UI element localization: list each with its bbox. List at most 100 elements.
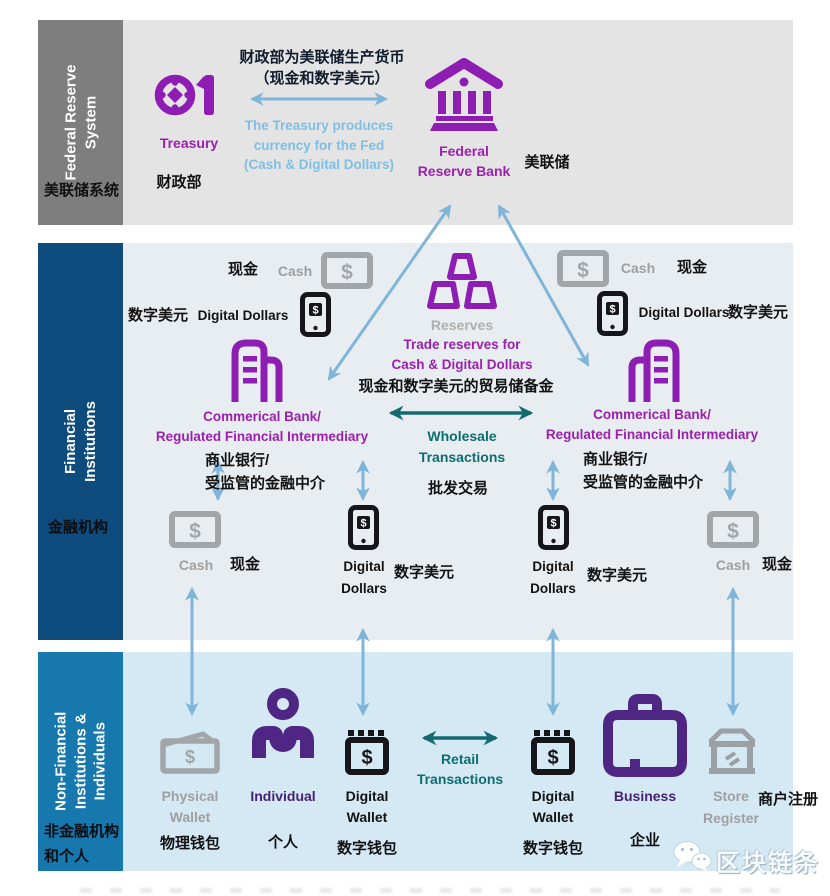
svg-text:$: $ — [361, 747, 372, 769]
svg-text:$: $ — [189, 520, 201, 543]
sidebar-financial-zh: 金融机构 — [48, 519, 109, 536]
fed-bank-label2: Reserve Bank — [417, 163, 511, 179]
reserves-label: Reserves — [430, 317, 494, 333]
digital-dollars-icon-lower-right: $ — [538, 505, 569, 550]
dd-zh-lower-left: 数字美元 — [393, 564, 455, 581]
digital-wallet-left-zh: 数字钱包 — [336, 840, 398, 857]
business-icon — [603, 694, 687, 777]
physical-wallet-zh: 物理钱包 — [159, 835, 221, 852]
digital-wallet-icon-left: $ — [345, 730, 389, 775]
store-register-icon — [708, 728, 756, 774]
digital-wallet-left-label1: Digital — [345, 788, 389, 804]
digital-wallet-right-label2: Wallet — [532, 809, 574, 825]
trade-line2: Cash & Digital Dollars — [391, 357, 533, 372]
band-federal-reserve — [38, 20, 793, 225]
cash-zh-lower-right: 现金 — [761, 556, 793, 573]
bank-zh-right2: 受监管的金融中介 — [583, 474, 704, 491]
svg-text:$: $ — [341, 261, 353, 284]
fed-bank-zh: 美联储 — [524, 154, 570, 171]
wholesale-label2: Transactions — [418, 449, 506, 465]
treasury-label: Treasury — [159, 135, 219, 151]
sidebar-nonfinancial: Non-Financial Institutions & Individuals — [38, 652, 123, 871]
individual-label: Individual — [250, 788, 316, 804]
cash-label-lower-right: Cash — [715, 557, 751, 573]
svg-text:$: $ — [312, 305, 318, 317]
individual-icon — [252, 688, 314, 758]
sidebar-federal-zh: 美联储系统 — [44, 182, 120, 199]
bank-zh-left2: 受监管的金融中介 — [205, 475, 326, 492]
svg-text:$: $ — [360, 518, 366, 530]
svg-text:$: $ — [727, 520, 739, 543]
cash-zh-upper-right: 现金 — [676, 259, 708, 276]
sidebar-financial: Financial Institutions — [38, 243, 123, 640]
commercial-bank-icon-left — [231, 339, 283, 402]
reserves-icon — [427, 253, 497, 309]
cash-label-upper-right: Cash — [620, 260, 656, 276]
store-register-label2: Register — [702, 810, 760, 826]
cash-label-upper-left: Cash — [277, 263, 313, 279]
sidebar-financial-title: Financial Institutions — [61, 401, 99, 482]
fed-bank-label1: Federal — [439, 143, 489, 159]
store-register-zh: 商户注册 — [757, 791, 819, 808]
commercial-bank-icon-right — [628, 339, 680, 402]
bank-zh-right1: 商业银行/ — [583, 451, 648, 468]
svg-text:$: $ — [550, 518, 556, 530]
dd-zh-upper-left: 数字美元 — [127, 307, 189, 324]
business-zh: 企业 — [629, 832, 661, 849]
svg-text:$: $ — [609, 304, 615, 316]
produce-en-line3: (Cash & Digital Dollars) — [243, 157, 395, 172]
digital-wallet-right-label1: Digital — [531, 788, 575, 804]
treasury-icon — [154, 74, 214, 116]
sidebar-federal-reserve: Federal Reserve System — [38, 20, 123, 225]
produce-en-line2: currency for the Fed — [253, 138, 385, 153]
dd-zh-upper-right: 数字美元 — [727, 304, 789, 321]
cash-icon-lower-right: $ — [707, 511, 759, 548]
bank-label-left1: Commerical Bank/ — [203, 409, 321, 424]
cash-label-lower-left: Cash — [178, 557, 214, 573]
sidebar-federal-title: Federal Reserve System — [62, 64, 99, 181]
treasury-zh: 财政部 — [156, 174, 202, 191]
trade-zh: 现金和数字美元的贸易储备金 — [358, 378, 554, 395]
digital-wallet-left-label2: Wallet — [346, 809, 388, 825]
sidebar-nonfinancial-title: Non-Financial Institutions & Individuals — [52, 711, 109, 812]
retail-label2: Transactions — [416, 771, 504, 787]
cash-icon-upper-left: $ — [321, 252, 373, 289]
cropped-caption-remnant — [80, 888, 780, 893]
wholesale-label1: Wholesale — [427, 428, 497, 444]
produce-zh-line1: 财政部为美联储生产货币 — [239, 49, 405, 66]
physical-wallet-label2: Wallet — [169, 809, 211, 825]
federal-reserve-bank-icon — [425, 58, 503, 131]
digital-wallet-right-zh: 数字钱包 — [522, 840, 584, 857]
business-label: Business — [613, 788, 677, 804]
bank-label-left2: Regulated Financial Intermediary — [155, 429, 369, 444]
digital-label-lower-right2: Dollars — [530, 581, 576, 596]
retail-label1: Retail — [440, 751, 480, 767]
svg-text:$: $ — [185, 747, 195, 767]
bank-label-right1: Commerical Bank/ — [593, 407, 711, 422]
svg-text:$: $ — [577, 259, 589, 282]
svg-text:$: $ — [547, 747, 558, 769]
cash-icon-upper-right: $ — [557, 250, 609, 287]
dd-label-upper-left: Digital Dollars — [197, 308, 289, 323]
digital-label-lower-left2: Dollars — [341, 581, 387, 596]
produce-zh-line2: （现金和数字美元） — [254, 70, 390, 87]
digital-dollars-icon-upper-left: $ — [300, 292, 331, 337]
bank-label-right2: Regulated Financial Intermediary — [545, 427, 759, 442]
watermark-text: 区块链条 — [716, 850, 820, 877]
wholesale-zh: 批发交易 — [427, 480, 489, 497]
store-register-label1: Store — [713, 788, 749, 804]
dd-label-upper-right: Digital Dollars — [638, 305, 730, 320]
cash-icon-lower-left: $ — [169, 511, 221, 548]
individual-zh: 个人 — [267, 834, 299, 851]
physical-wallet-label1: Physical — [161, 788, 219, 804]
digital-dollars-icon-lower-left: $ — [348, 505, 379, 550]
trade-line1: Trade reserves for — [403, 337, 521, 352]
digital-dollars-icon-upper-right: $ — [597, 291, 628, 336]
digital-label-lower-left1: Digital — [343, 559, 385, 574]
cash-zh-lower-left: 现金 — [229, 556, 261, 573]
cash-zh-upper-left: 现金 — [227, 261, 259, 278]
physical-wallet-icon: $ — [160, 731, 220, 774]
digital-wallet-icon-right: $ — [531, 730, 575, 775]
bank-zh-left1: 商业银行/ — [205, 452, 270, 469]
